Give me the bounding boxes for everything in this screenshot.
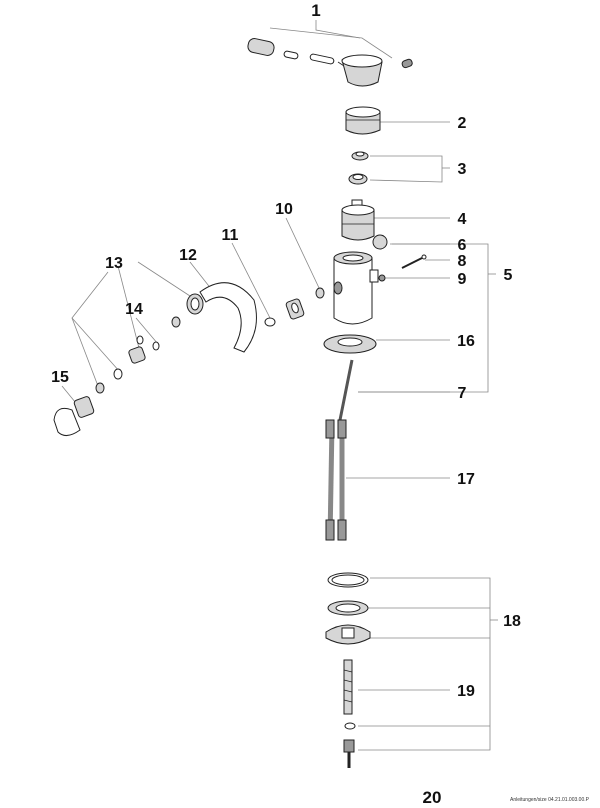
- part-13-aerator-set: [95, 316, 181, 394]
- page-number: 20: [423, 788, 442, 807]
- part-14-washer: [136, 335, 144, 345]
- part-16-base-plate: [323, 334, 377, 354]
- callout-15: 15: [51, 369, 69, 386]
- callout-7: 7: [458, 385, 467, 402]
- part-15-aerator-cap: [53, 396, 95, 436]
- callout-12: 12: [179, 247, 197, 264]
- part-12-spout: [186, 282, 257, 353]
- part-18-mounting-rings: [325, 572, 371, 768]
- callout-8: 8: [458, 253, 467, 270]
- callout-6: 6: [458, 237, 467, 254]
- part-11-coupling: [264, 298, 305, 327]
- part-8-pin: [401, 254, 427, 269]
- callout-5: 5: [504, 267, 513, 284]
- part-6-knob: [372, 234, 388, 250]
- part-1-handle-lever: [247, 38, 413, 87]
- callout-9: 9: [458, 271, 467, 288]
- callout-labels: 1 2 3 4 5 6 7 8 9 10 11 12 13 14 15 16 1…: [51, 1, 521, 700]
- part-5-valve-housing: [333, 251, 379, 325]
- document-code: Anleitungen/size 04.21.01.003.00.P: [510, 797, 590, 803]
- page-footer: 20 Anleitungen/size 04.21.01.003.00.P: [423, 788, 590, 807]
- callout-11: 11: [222, 227, 239, 244]
- part-17-supply-hoses: [325, 419, 347, 541]
- callout-1: 1: [311, 1, 320, 20]
- part-4-cartridge: [341, 199, 375, 241]
- callout-4: 4: [458, 211, 467, 228]
- part-7-rod: [338, 359, 354, 421]
- part-3-nut-ring: [348, 151, 369, 185]
- part-9-screw: [378, 274, 386, 282]
- callout-16: 16: [457, 333, 475, 350]
- leader-lines: [61, 20, 498, 751]
- callout-3: 3: [458, 161, 467, 178]
- part-19-threaded-rod: [343, 659, 353, 715]
- callout-17: 17: [457, 471, 475, 488]
- part-10-seal: [315, 287, 325, 299]
- callout-2: 2: [458, 115, 467, 132]
- callout-10: 10: [275, 201, 293, 218]
- part-2-cap-ring: [345, 106, 381, 135]
- callout-13: 13: [105, 255, 123, 272]
- callout-14: 14: [125, 301, 143, 318]
- callout-18: 18: [503, 613, 521, 630]
- callout-19: 19: [457, 683, 475, 700]
